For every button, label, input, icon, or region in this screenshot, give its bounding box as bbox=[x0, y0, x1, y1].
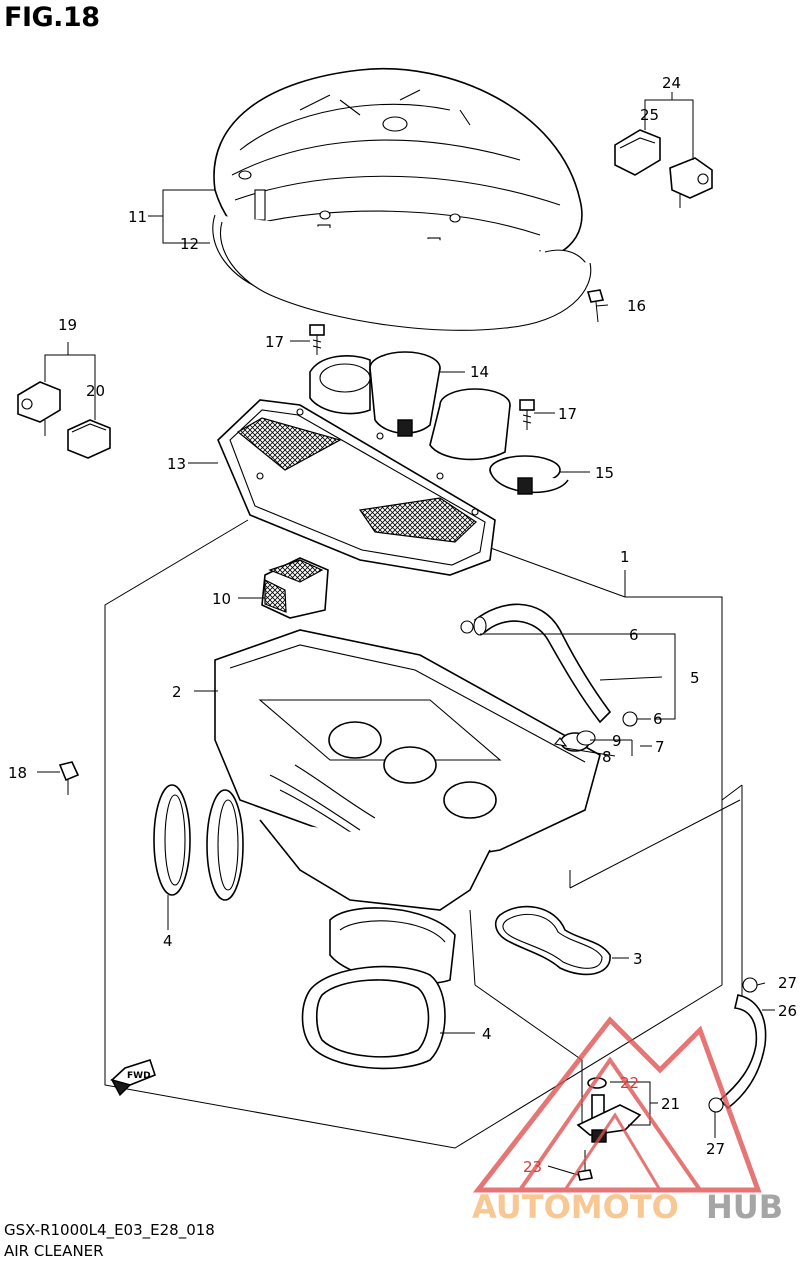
sensor-19-20 bbox=[17, 381, 111, 459]
callout-20: 20 bbox=[86, 382, 105, 400]
foam-pad bbox=[261, 557, 329, 619]
callout-1: 1 bbox=[620, 548, 630, 566]
callout-7: 7 bbox=[655, 738, 665, 756]
callout-9: 9 bbox=[612, 732, 622, 750]
callout-2: 2 bbox=[172, 683, 182, 701]
hose-5 bbox=[473, 603, 612, 724]
clamp-27-upper bbox=[742, 977, 758, 993]
callout-17-lower: 17 bbox=[558, 405, 577, 423]
diagram-footer: GSX-R1000L4_E03_E28_018 AIR CLEANER bbox=[4, 1220, 215, 1262]
bolt-18 bbox=[58, 761, 80, 795]
callout-22: 22 bbox=[620, 1074, 639, 1092]
callout-8: 8 bbox=[602, 748, 612, 766]
damper-7-8-9 bbox=[553, 730, 596, 752]
callout-6-upper: 6 bbox=[629, 626, 639, 644]
gasket-3 bbox=[494, 905, 611, 976]
section-name: AIR CLEANER bbox=[4, 1242, 104, 1260]
callout-23: 23 bbox=[523, 1158, 542, 1176]
filter-element bbox=[217, 399, 496, 576]
watermark-logo: AUTOMOTO HUB bbox=[472, 1016, 783, 1226]
airbox-lower bbox=[214, 629, 601, 985]
figure-title: FIG.18 bbox=[4, 2, 100, 33]
callout-14: 14 bbox=[470, 363, 489, 381]
callout-12: 12 bbox=[180, 235, 199, 253]
clamp-6-lower bbox=[622, 711, 638, 727]
callout-27-upper: 27 bbox=[778, 974, 797, 992]
callout-27-lower: 27 bbox=[706, 1140, 725, 1158]
airbox-cover-seal bbox=[212, 214, 592, 331]
callout-15: 15 bbox=[595, 464, 614, 482]
callout-4-bottom: 4 bbox=[482, 1025, 492, 1043]
callout-13: 13 bbox=[167, 455, 186, 473]
screw-16 bbox=[586, 289, 605, 323]
seal-4-left bbox=[153, 784, 244, 901]
callout-6-lower: 6 bbox=[653, 710, 663, 728]
clamp-6-upper bbox=[460, 620, 474, 634]
forward-direction-badge: FWD bbox=[110, 1058, 156, 1097]
callout-numbers: 1 2 3 4 4 5 6 6 7 8 9 10 11 12 13 14 15 … bbox=[8, 74, 797, 1176]
drain-plug-21 bbox=[576, 1094, 642, 1143]
callout-18: 18 bbox=[8, 764, 27, 782]
screw-17-upper bbox=[309, 324, 325, 355]
leader-lines bbox=[37, 92, 775, 1176]
callout-21: 21 bbox=[661, 1095, 680, 1113]
callout-4-left: 4 bbox=[163, 932, 173, 950]
seal-4-bottom bbox=[301, 965, 446, 1070]
screw-17-lower bbox=[519, 399, 535, 430]
velocity-stack-15 bbox=[429, 388, 569, 495]
callout-16: 16 bbox=[627, 297, 646, 315]
watermark-text-a: AUTOMOTO bbox=[472, 1188, 679, 1226]
callout-11: 11 bbox=[128, 208, 147, 226]
callout-10: 10 bbox=[212, 590, 231, 608]
callout-25: 25 bbox=[640, 106, 659, 124]
callout-3: 3 bbox=[633, 950, 643, 968]
callout-26: 26 bbox=[778, 1002, 797, 1020]
hose-26 bbox=[718, 994, 767, 1110]
velocity-stack-14 bbox=[309, 351, 441, 437]
callout-17-upper: 17 bbox=[265, 333, 284, 351]
callout-5: 5 bbox=[690, 669, 700, 687]
callout-19: 19 bbox=[58, 316, 77, 334]
callout-24: 24 bbox=[662, 74, 681, 92]
model-code: GSX-R1000L4_E03_E28_018 bbox=[4, 1221, 215, 1239]
watermark-text-b: HUB bbox=[706, 1188, 783, 1226]
sensor-24-25 bbox=[614, 129, 713, 208]
fwd-label: FWD bbox=[127, 1071, 151, 1081]
clamp-27-lower bbox=[708, 1097, 724, 1113]
